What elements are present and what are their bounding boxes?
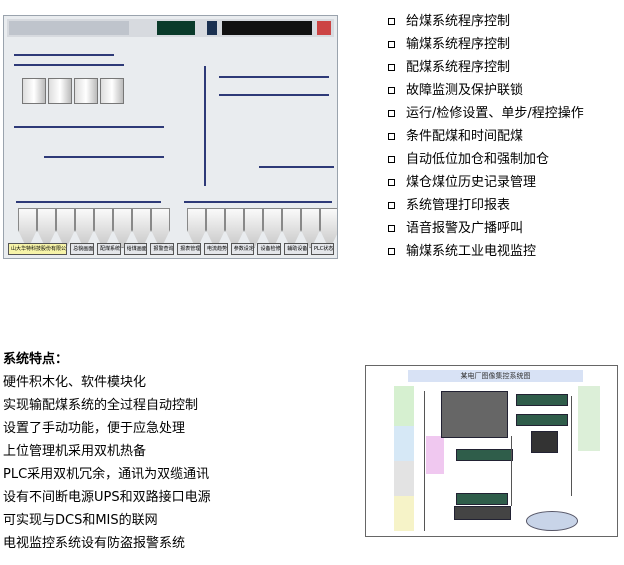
square-bullet-icon [388, 179, 395, 186]
scada-nav-button: PLC状态 [310, 243, 335, 255]
feature-item: 上位管理机采用双机热备 [3, 444, 147, 459]
feature-item: 可实现与DCS和MIS的联网 [3, 513, 158, 528]
square-bullet-icon [388, 133, 395, 140]
list-item: 条件配煤和时间配煤 [388, 127, 618, 147]
diagram-title: 某电厂图像集控系统图 [408, 370, 583, 382]
list-item: 系统管理打印报表 [388, 196, 618, 216]
feature-item: 实现输配煤系统的全过程自动控制 [3, 398, 199, 413]
list-item: 自动低位加仓和强制加仓 [388, 150, 618, 170]
scada-nav-button: 参数设定 [230, 243, 255, 255]
scada-nav-bar: 山大华特科技股份有限公司 总貌画面 配煤系统 给煤画面 报警查询 报表管理 电流… [8, 243, 335, 255]
feature-item: 设有不间断电源UPS和双路接口电源 [3, 490, 211, 505]
feature-item: 设置了手动功能，便于应急处理 [3, 421, 186, 436]
scada-nav-button: 报警查询 [150, 243, 175, 255]
square-bullet-icon [388, 225, 395, 232]
list-item: 煤仓煤位历史记录管理 [388, 173, 618, 193]
scada-nav-button: 设备检修 [257, 243, 282, 255]
square-bullet-icon [388, 41, 395, 48]
square-bullet-icon [388, 156, 395, 163]
list-item: 给煤系统程序控制 [388, 12, 618, 32]
square-bullet-icon [388, 18, 395, 25]
company-label: 山大华特科技股份有限公司 [8, 243, 68, 255]
list-item: 故障监测及保护联锁 [388, 81, 618, 101]
square-bullet-icon [388, 64, 395, 71]
square-bullet-icon [388, 87, 395, 94]
feature-item: 电视监控系统设有防盗报警系统 [3, 536, 186, 551]
scada-nav-button: 电流趋势 [203, 243, 228, 255]
scada-nav-button: 给煤画面 [123, 243, 148, 255]
list-item: 配煤系统程序控制 [388, 58, 618, 78]
feature-item: PLC采用双机冗余，通讯为双缆通讯 [3, 467, 210, 482]
list-item: 输煤系统程序控制 [388, 35, 618, 55]
scada-toolbar [7, 19, 334, 37]
square-bullet-icon [388, 248, 395, 255]
list-item: 运行/检修设置、单步/程控操作 [388, 104, 618, 124]
coal-control-scada-image: 山大华特科技股份有限公司 总貌画面 配煤系统 给煤画面 报警查询 报表管理 电流… [3, 15, 338, 259]
features-title: 系统特点： [3, 352, 69, 367]
square-bullet-icon [388, 110, 395, 117]
scada-nav-button: 配煤系统 [96, 243, 121, 255]
scada-nav-button: 报表管理 [177, 243, 201, 255]
cctv-system-diagram-image: 某电厂图像集控系统图 [365, 365, 618, 537]
square-bullet-icon [388, 202, 395, 209]
scada-nav-button: 辅助设备 [284, 243, 308, 255]
feature-item: 硬件积木化、软件模块化 [3, 375, 147, 390]
list-item: 语音报警及广播呼叫 [388, 219, 618, 239]
scada-nav-button: 总貌画面 [70, 243, 94, 255]
list-item: 输煤系统工业电视监控 [388, 242, 618, 262]
